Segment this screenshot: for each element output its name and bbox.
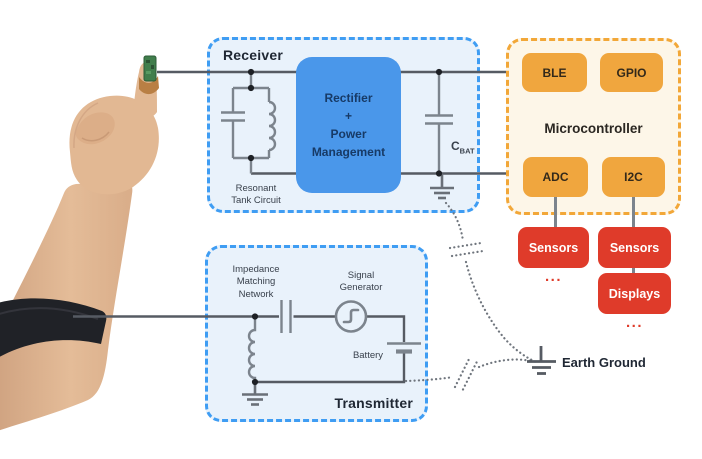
cbat-main-text: C: [451, 139, 460, 153]
battery-label: Battery: [352, 350, 384, 361]
sensors-block-i2c: Sensors: [598, 227, 671, 268]
transmitter-title: Transmitter: [334, 395, 413, 411]
thumb-crease: [81, 131, 110, 142]
i2c-chip: I2C: [602, 157, 665, 197]
fist-shape: [69, 95, 159, 195]
knuckle-shading: [73, 102, 99, 149]
forearm-shape: [0, 182, 133, 431]
ellipsis-i2c: ...: [625, 314, 643, 331]
transmitter-band: [0, 298, 107, 357]
ble-chip: BLE: [522, 53, 587, 92]
cbat-label: CBAT: [451, 139, 475, 155]
gpio-chip: GPIO: [600, 53, 663, 92]
impedance-matching-label: Impedance Matching Network: [232, 264, 280, 300]
finger-ring-band: [139, 76, 159, 95]
cbat-subscript: BAT: [459, 146, 475, 156]
resonant-tank-label: Resonant Tank Circuit: [231, 183, 281, 207]
earth-ground-symbol: [527, 346, 556, 375]
index-finger-shape: [133, 61, 157, 119]
arm-photo: [0, 55, 159, 431]
microcontroller-title: Microcontroller: [544, 121, 643, 136]
adc-chip: ADC: [523, 157, 588, 197]
earth-capacitance-marks: [453, 355, 472, 389]
displays-block: Displays: [598, 273, 671, 314]
rectifier-block: Rectifier + Power Management: [296, 57, 401, 193]
finger-device: [143, 55, 157, 82]
thumb-shape: [75, 112, 115, 145]
ellipsis-adc: ...: [544, 268, 562, 285]
body-capacitance-marks: [448, 241, 483, 250]
sensors-block-adc: Sensors: [518, 227, 589, 268]
transmitter-panel: Impedance Matching Network Signal Genera…: [205, 245, 428, 422]
receiver-title: Receiver: [223, 47, 283, 63]
earth-ground-label: Earth Ground: [562, 355, 646, 370]
signal-generator-label: Signal Generator: [339, 270, 383, 294]
